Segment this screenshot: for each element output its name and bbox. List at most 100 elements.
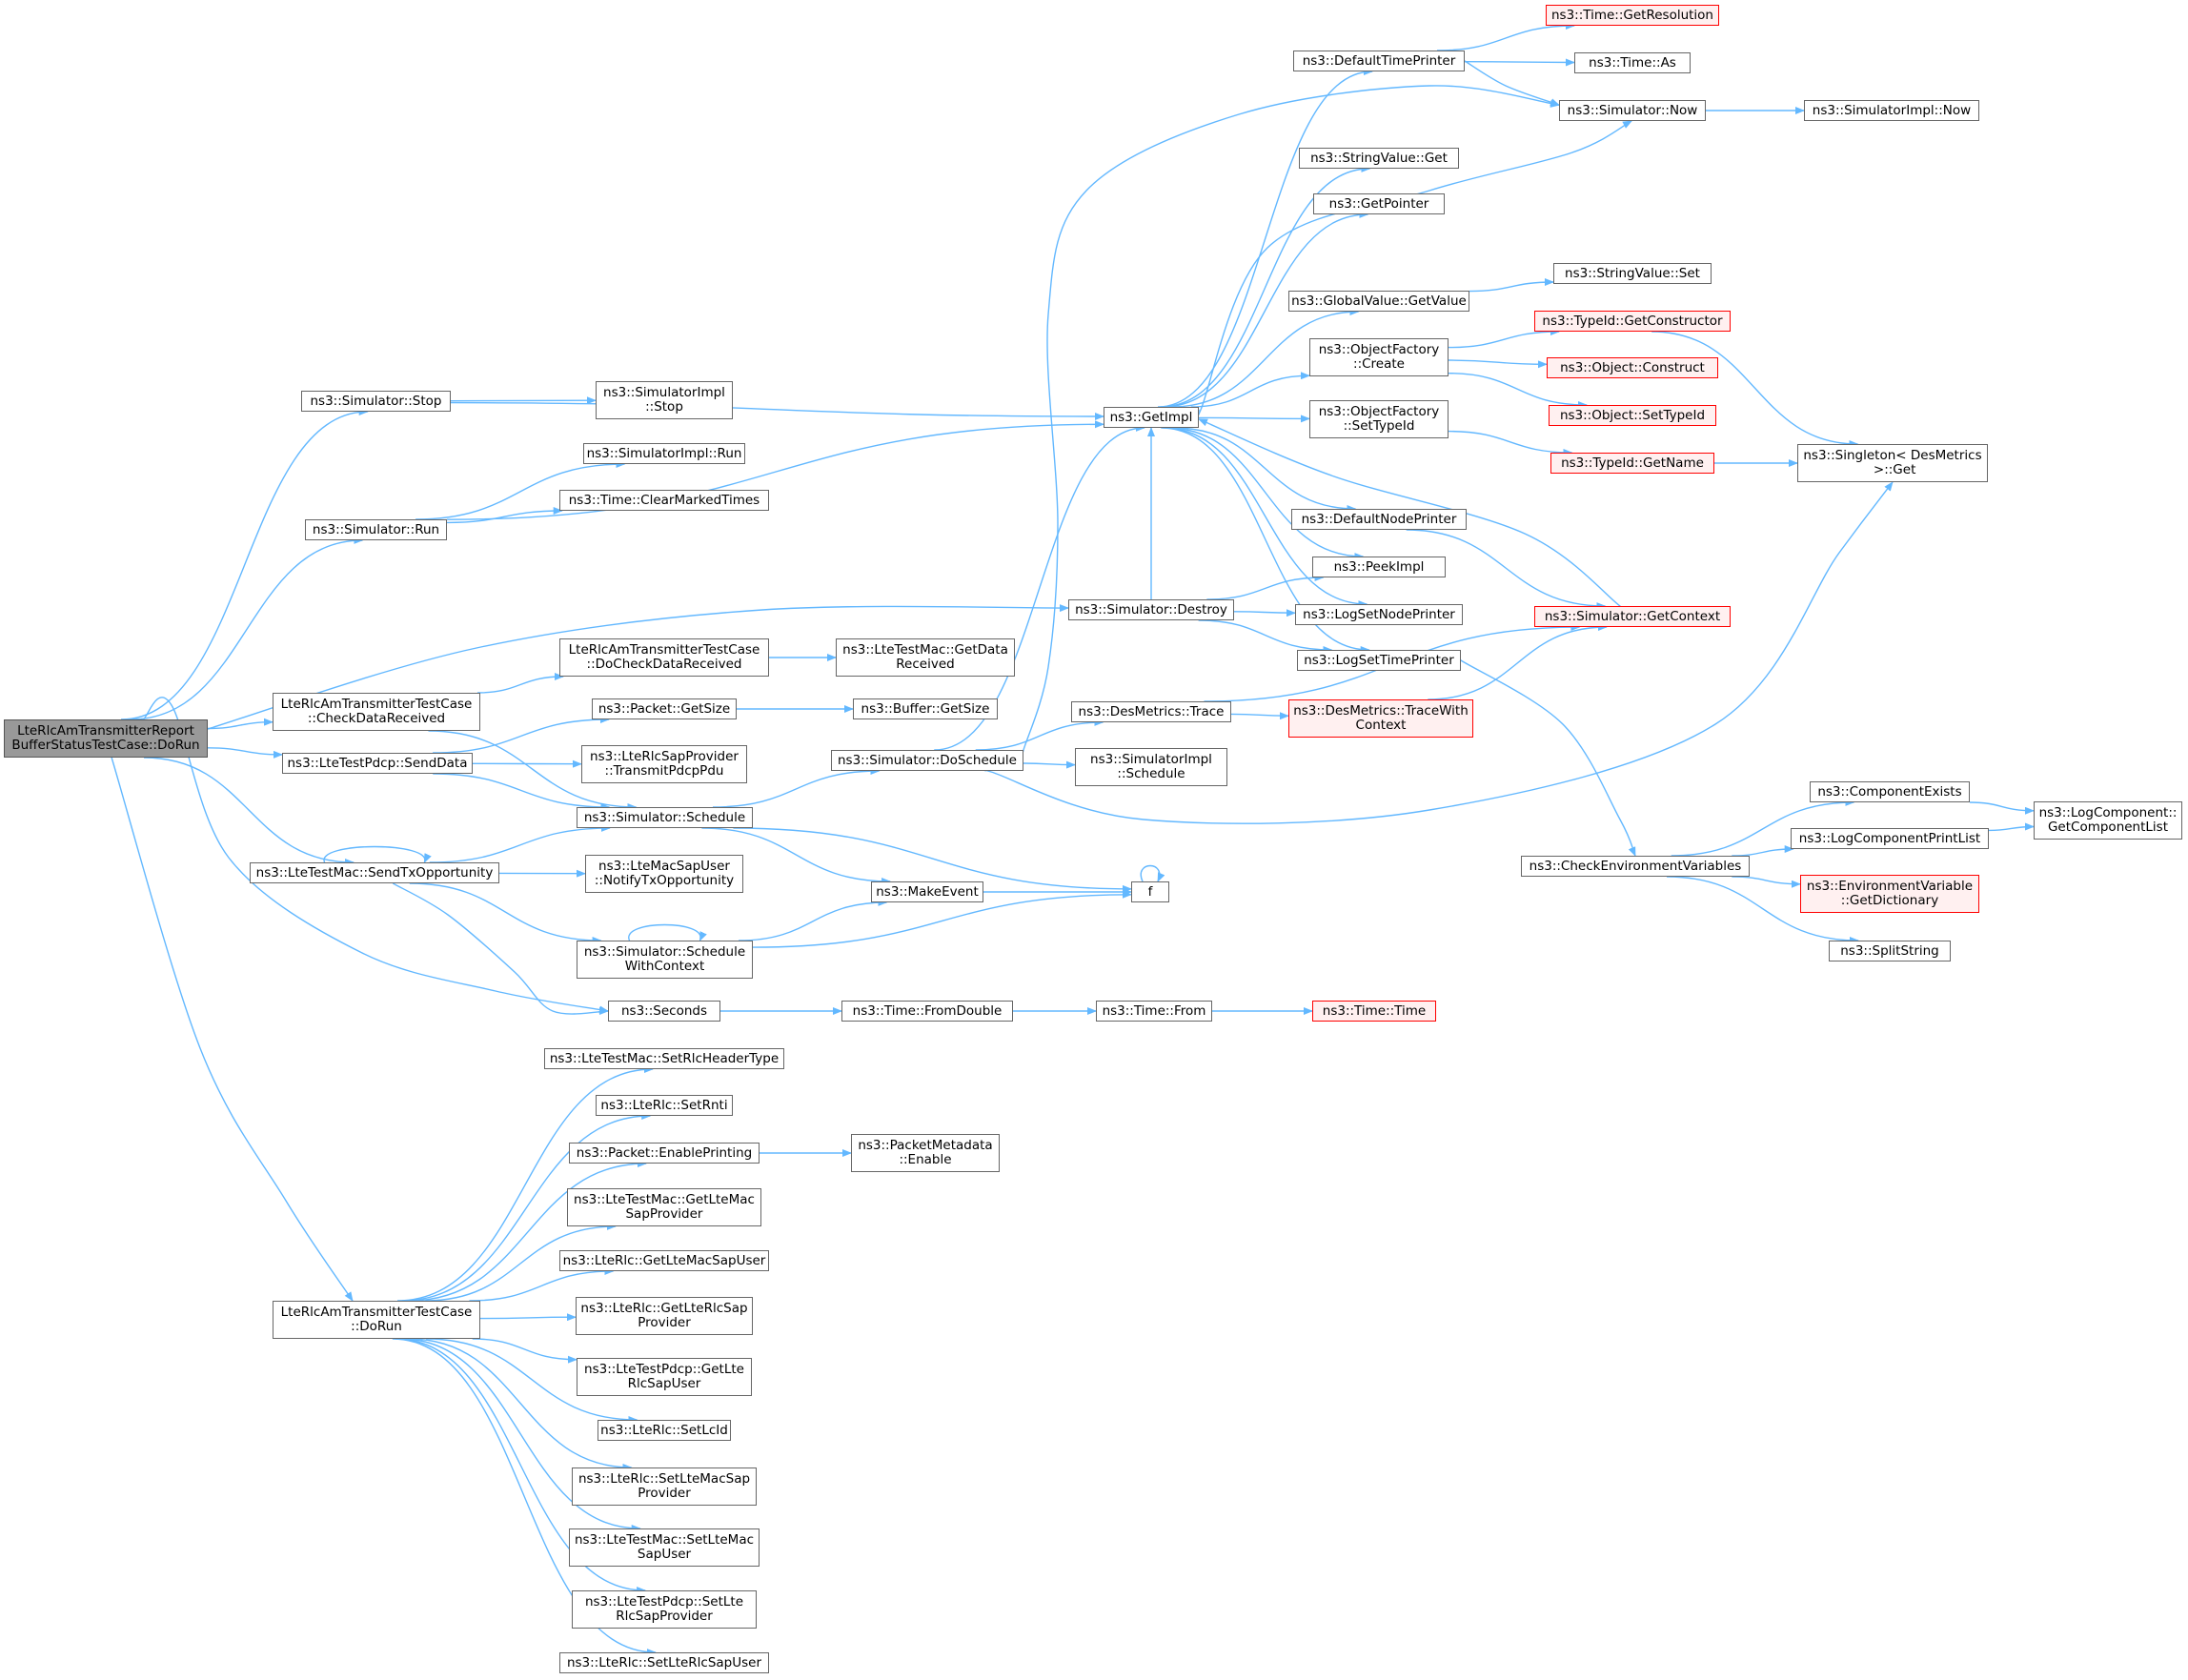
- node-label: ns3::LteRlc::SetLteMacSap Provider: [577, 1471, 751, 1501]
- edge-get_impl-to-log_set_time: [1161, 427, 1370, 654]
- node-label: ns3::Simulator::GetContext: [1544, 608, 1721, 624]
- node-label: ns3::Simulator::Destroy: [1075, 601, 1227, 617]
- node-label: ns3::Simulator::Stop: [310, 393, 442, 409]
- node-split-string[interactable]: ns3::SplitString: [1829, 941, 1951, 961]
- node-obj-settypeid[interactable]: ns3::Object::SetTypeId: [1549, 405, 1716, 426]
- node-sim-destroy[interactable]: ns3::Simulator::Destroy: [1068, 599, 1234, 620]
- edge-pdcp_send-to-sim_schedule: [433, 773, 611, 811]
- node-from-double[interactable]: ns3::Time::FromDouble: [841, 1001, 1013, 1022]
- edge-def_node_printer-to-sim_getctx: [1406, 529, 1607, 610]
- node-peek-impl[interactable]: ns3::PeekImpl: [1312, 557, 1446, 577]
- node-env-getdict[interactable]: ns3::EnvironmentVariable ::GetDictionary: [1800, 875, 1979, 913]
- node-set-lcid[interactable]: ns3::LteRlc::SetLcId: [598, 1420, 731, 1441]
- node-mac-getdata[interactable]: ns3::LteTestMac::GetData Received: [836, 638, 1015, 677]
- node-do-check-rx[interactable]: LteRlcAmTransmitterTestCase ::DoCheckDat…: [559, 638, 769, 677]
- node-sim-stop[interactable]: ns3::Simulator::Stop: [301, 391, 451, 412]
- node-impl-stop[interactable]: ns3::SimulatorImpl ::Stop: [596, 381, 733, 419]
- node-label: ns3::PacketMetadata ::Enable: [858, 1138, 993, 1167]
- node-enable-print[interactable]: ns3::Packet::EnablePrinting: [569, 1143, 760, 1164]
- node-obj-construct[interactable]: ns3::Object::Construct: [1547, 357, 1718, 378]
- node-f[interactable]: f: [1131, 881, 1169, 902]
- node-des-trace[interactable]: ns3::DesMetrics::Trace: [1071, 701, 1231, 722]
- node-set-rnti[interactable]: ns3::LteRlc::SetRnti: [596, 1095, 733, 1116]
- node-strval-get[interactable]: ns3::StringValue::Get: [1299, 148, 1459, 169]
- node-get-mac-sap-user[interactable]: ns3::LteRlc::GetLteMacSapUser: [559, 1250, 769, 1271]
- node-impl-schedule[interactable]: ns3::SimulatorImpl ::Schedule: [1075, 748, 1227, 786]
- node-pm-enable[interactable]: ns3::PacketMetadata ::Enable: [851, 1134, 1000, 1172]
- node-log-set-node[interactable]: ns3::LogSetNodePrinter: [1295, 604, 1463, 625]
- node-logcomp-printlist[interactable]: ns3::LogComponentPrintList: [1791, 828, 1989, 849]
- node-notify-txop[interactable]: ns3::LteMacSapUser ::NotifyTxOpportunity: [585, 855, 743, 893]
- node-impl-now[interactable]: ns3::SimulatorImpl::Now: [1804, 100, 1979, 121]
- edge-sim_stop-to-impl_stop: [450, 396, 597, 405]
- edge-root-to-sim_stop: [120, 408, 369, 720]
- node-check-rx[interactable]: LteRlcAmTransmitterTestCase ::CheckDataR…: [273, 693, 480, 731]
- node-comp-exists[interactable]: ns3::ComponentExists: [1810, 781, 1970, 802]
- node-sim-now[interactable]: ns3::Simulator::Now: [1559, 100, 1706, 121]
- node-set-mac-sap-prov[interactable]: ns3::LteRlc::SetLteMacSap Provider: [572, 1467, 757, 1506]
- node-label: ns3::Time::As: [1589, 54, 1676, 71]
- node-strval-set[interactable]: ns3::StringValue::Set: [1553, 263, 1712, 284]
- node-label: ns3::Simulator::Now: [1567, 102, 1698, 118]
- node-def-time-printer[interactable]: ns3::DefaultTimePrinter: [1293, 51, 1465, 71]
- node-clear-marked[interactable]: ns3::Time::ClearMarkedTimes: [559, 490, 769, 511]
- node-set-rlc-sap-user[interactable]: ns3::LteRlc::SetLteRlcSapUser: [559, 1652, 769, 1673]
- node-pdcp-send[interactable]: ns3::LteTestPdcp::SendData: [282, 753, 473, 774]
- node-label: ns3::Singleton< DesMetrics >::Get: [1803, 448, 1982, 477]
- node-time-time[interactable]: ns3::Time::Time: [1312, 1001, 1436, 1022]
- node-pkt-getsize[interactable]: ns3::Packet::GetSize: [592, 698, 737, 719]
- edge-pdcp_send-to-pkt_getsize: [433, 716, 610, 754]
- node-get-rlc-sap-user[interactable]: ns3::LteTestPdcp::GetLte RlcSapUser: [577, 1358, 752, 1396]
- node-sim-getctx[interactable]: ns3::Simulator::GetContext: [1534, 606, 1731, 627]
- node-sched-ctx[interactable]: ns3::Simulator::Schedule WithContext: [577, 941, 753, 979]
- edge-sim_run-to-clear_marked: [446, 507, 563, 524]
- node-gv-getvalue[interactable]: ns3::GlobalValue::GetValue: [1288, 291, 1469, 312]
- node-label: ns3::LteTestPdcp::SetLte RlcSapProvider: [584, 1594, 744, 1624]
- node-label: ns3::GlobalValue::GetValue: [1291, 293, 1467, 309]
- node-typeid-getctor[interactable]: ns3::TypeId::GetConstructor: [1534, 311, 1731, 332]
- node-label: ns3::LogSetTimePrinter: [1304, 652, 1454, 668]
- node-sim-schedule[interactable]: ns3::Simulator::Schedule: [577, 807, 753, 828]
- node-singleton-get[interactable]: ns3::Singleton< DesMetrics >::Get: [1797, 444, 1988, 482]
- node-dorun2[interactable]: LteRlcAmTransmitterTestCase ::DoRun: [273, 1301, 480, 1339]
- node-transmit-pdcp[interactable]: ns3::LteRlcSapProvider ::TransmitPdcpPdu: [581, 745, 747, 783]
- node-typeid-getname[interactable]: ns3::TypeId::GetName: [1550, 453, 1714, 474]
- node-logcomp-getlist[interactable]: ns3::LogComponent:: GetComponentList: [2034, 801, 2182, 840]
- node-label: ns3::LteMacSapUser ::NotifyTxOpportunity: [594, 859, 735, 888]
- node-get-mac-sap-prov[interactable]: ns3::LteTestMac::GetLteMac SapProvider: [567, 1188, 761, 1226]
- node-label: ns3::TypeId::GetConstructor: [1542, 313, 1723, 329]
- node-get-rlc-sap-prov[interactable]: ns3::LteRlc::GetLteRlcSap Provider: [576, 1297, 753, 1335]
- node-get-impl[interactable]: ns3::GetImpl: [1104, 407, 1199, 428]
- node-time-getres[interactable]: ns3::Time::GetResolution: [1546, 5, 1719, 26]
- node-time-as[interactable]: ns3::Time::As: [1574, 52, 1691, 73]
- node-make-event[interactable]: ns3::MakeEvent: [871, 881, 983, 902]
- node-label: ns3::SimulatorImpl::Now: [1812, 102, 1972, 118]
- node-set-mac-sap-user[interactable]: ns3::LteTestMac::SetLteMac SapUser: [569, 1528, 760, 1567]
- edge-check_env-to-env_getdict: [1732, 876, 1801, 888]
- edge-typeid_getctor-to-singleton_get: [1651, 331, 1859, 448]
- node-of-settypeid[interactable]: ns3::ObjectFactory ::SetTypeId: [1309, 400, 1449, 438]
- node-label: ns3::Buffer::GetSize: [861, 700, 990, 717]
- node-label: ns3::Time::FromDouble: [852, 1002, 1003, 1019]
- node-of-create[interactable]: ns3::ObjectFactory ::Create: [1309, 338, 1449, 376]
- node-get-pointer[interactable]: ns3::GetPointer: [1313, 193, 1445, 214]
- node-label: LteRlcAmTransmitterTestCase ::DoCheckDat…: [568, 642, 760, 672]
- node-do-schedule[interactable]: ns3::Simulator::DoSchedule: [831, 750, 1023, 771]
- node-impl-run[interactable]: ns3::SimulatorImpl::Run: [583, 443, 745, 464]
- node-check-env[interactable]: ns3::CheckEnvironmentVariables: [1521, 856, 1750, 877]
- edge-of_settypeid-to-typeid_getname: [1448, 430, 1573, 456]
- node-set-rlc-sap-prov[interactable]: ns3::LteTestPdcp::SetLte RlcSapProvider: [572, 1590, 757, 1629]
- node-seconds[interactable]: ns3::Seconds: [608, 1001, 720, 1022]
- node-sim-run[interactable]: ns3::Simulator::Run: [305, 519, 447, 540]
- node-set-hdr[interactable]: ns3::LteTestMac::SetRlcHeaderType: [544, 1048, 784, 1069]
- edge-trace_ctx-to-sim_getctx: [1428, 623, 1608, 700]
- edge-of_create-to-obj_settypeid: [1448, 373, 1588, 409]
- node-send-txop[interactable]: ns3::LteTestMac::SendTxOpportunity: [250, 862, 499, 883]
- edge-check_env-to-comp_exists: [1671, 799, 1855, 857]
- node-time-from[interactable]: ns3::Time::From: [1096, 1001, 1212, 1022]
- node-label: ns3::SimulatorImpl::Run: [586, 445, 742, 461]
- node-log-set-time[interactable]: ns3::LogSetTimePrinter: [1297, 650, 1461, 671]
- node-def-node-printer[interactable]: ns3::DefaultNodePrinter: [1291, 509, 1467, 530]
- node-trace-ctx[interactable]: ns3::DesMetrics::TraceWith Context: [1288, 699, 1473, 738]
- node-buf-getsize[interactable]: ns3::Buffer::GetSize: [853, 698, 998, 719]
